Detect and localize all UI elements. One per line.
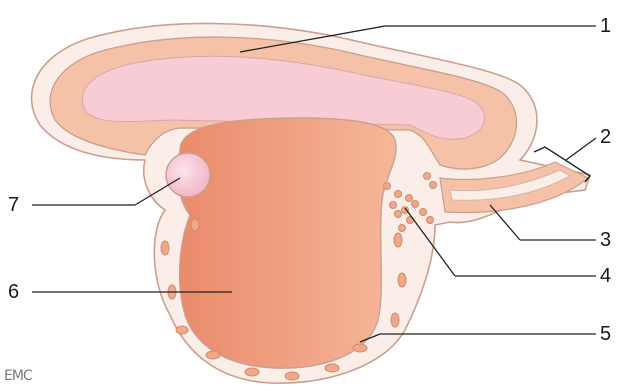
blood-islet xyxy=(391,313,399,327)
label-4: 4 xyxy=(600,266,611,286)
label-7: 7 xyxy=(8,195,19,215)
blood-islet xyxy=(206,351,220,359)
blood-islet xyxy=(398,273,406,287)
label-2: 2 xyxy=(600,127,611,147)
label-3: 3 xyxy=(600,230,611,250)
blood-islet xyxy=(353,344,367,352)
emc-logo: EMC xyxy=(4,368,32,384)
blood-islet xyxy=(245,368,259,376)
blood-islet xyxy=(285,372,299,380)
blood-islet xyxy=(394,233,402,247)
label-1: 1 xyxy=(600,16,611,36)
label-5: 5 xyxy=(600,324,611,344)
blood-islet xyxy=(191,219,199,231)
yolk-sac xyxy=(178,118,396,368)
allantois xyxy=(166,153,210,197)
blood-islet xyxy=(161,241,169,255)
blood-islet xyxy=(176,326,188,334)
label-6: 6 xyxy=(8,282,19,302)
leader-line-2 xyxy=(566,138,596,160)
blood-islet xyxy=(325,364,339,372)
